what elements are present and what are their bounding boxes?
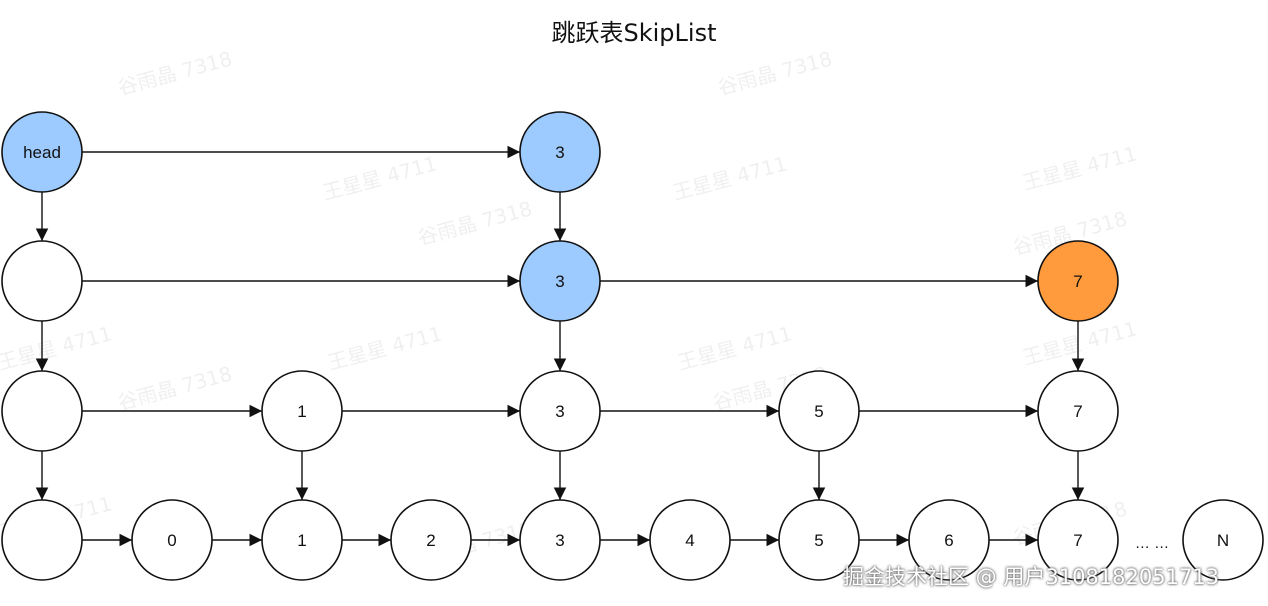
node-label: 5 (814, 402, 823, 421)
node-3-level-0: 3 (519, 499, 601, 581)
node-circle (1, 499, 83, 581)
node-5-level-1: 5 (778, 370, 860, 452)
watermark-text: 王星星 4711 (1020, 141, 1139, 195)
diagram-title: 跳跃表SkipList (552, 19, 717, 47)
watermark-text: 谷雨晶 7318 (415, 196, 534, 250)
node-label: 7 (1073, 402, 1082, 421)
node-label: 3 (555, 272, 564, 291)
node-circle (519, 370, 601, 452)
node-circle (1, 370, 83, 452)
node-6-level-0: 6 (908, 499, 990, 581)
node-7-level-1: 7 (1037, 370, 1119, 452)
node-label: 6 (944, 531, 953, 550)
node-circle (261, 499, 343, 581)
node-circle (519, 111, 601, 193)
node-label: 0 (167, 531, 176, 550)
node-1-level-0: 1 (261, 499, 343, 581)
node-label: 5 (814, 531, 823, 550)
watermark-text: 王星星 4711 (1020, 316, 1139, 370)
node-circle (778, 499, 860, 581)
node-7-level-2: 7 (1037, 240, 1119, 322)
watermark-text: 王星星 4711 (675, 321, 794, 375)
node-1-level-1: 1 (261, 370, 343, 452)
watermark-text: 谷雨晶 7318 (115, 46, 234, 100)
watermark-text: 谷雨晶 7318 (715, 46, 834, 100)
node-circle (1037, 370, 1119, 452)
node-label: 2 (426, 531, 435, 550)
node-label: 3 (555, 402, 564, 421)
node-3-level-1: 3 (519, 370, 601, 452)
node-circle (519, 240, 601, 322)
credit-watermark: 掘金技术社区 @ 用户3108182051713 (843, 565, 1220, 589)
node-circle (261, 370, 343, 452)
node-circle (1, 111, 83, 193)
node-circle (1, 240, 83, 322)
node-circle (519, 499, 601, 581)
node-N-level-0: N (1182, 499, 1264, 581)
node-3-level-2: 3 (519, 240, 601, 322)
node-label: 3 (555, 143, 564, 162)
node-head-level-2 (1, 240, 83, 322)
node-head-level-3: head (1, 111, 83, 193)
node-3-level-3: 3 (519, 111, 601, 193)
node-head-level-1 (1, 370, 83, 452)
watermark-text: 王星星 4711 (0, 321, 115, 375)
node-head-level-0 (1, 499, 83, 581)
node-0-level-0: 0 (131, 499, 213, 581)
node-7-level-0: 7 (1037, 499, 1119, 581)
node-label: 7 (1073, 531, 1082, 550)
node-4-level-0: 4 (649, 499, 731, 581)
watermark-text: 王星星 4711 (320, 151, 439, 205)
node-circle (1182, 499, 1264, 581)
watermark-text: 谷雨晶 7318 (115, 361, 234, 415)
node-label: 1 (297, 402, 306, 421)
edge-layer: … … (35, 145, 1169, 552)
node-label: 3 (555, 531, 564, 550)
node-label: 1 (297, 531, 306, 550)
node-2-level-0: 2 (390, 499, 472, 581)
node-circle (131, 499, 213, 581)
watermark-text: 王星星 4711 (670, 151, 789, 205)
node-label: N (1217, 531, 1229, 550)
node-label: head (23, 143, 61, 162)
ellipsis-text: … … (1135, 535, 1169, 552)
node-circle (908, 499, 990, 581)
watermark-text: 王星星 4711 (325, 321, 444, 375)
node-circle (1037, 240, 1119, 322)
node-label: 7 (1073, 272, 1082, 291)
node-5-level-0: 5 (778, 499, 860, 581)
node-circle (649, 499, 731, 581)
node-circle (390, 499, 472, 581)
node-circle (778, 370, 860, 452)
node-label: 4 (685, 531, 694, 550)
node-circle (1037, 499, 1119, 581)
